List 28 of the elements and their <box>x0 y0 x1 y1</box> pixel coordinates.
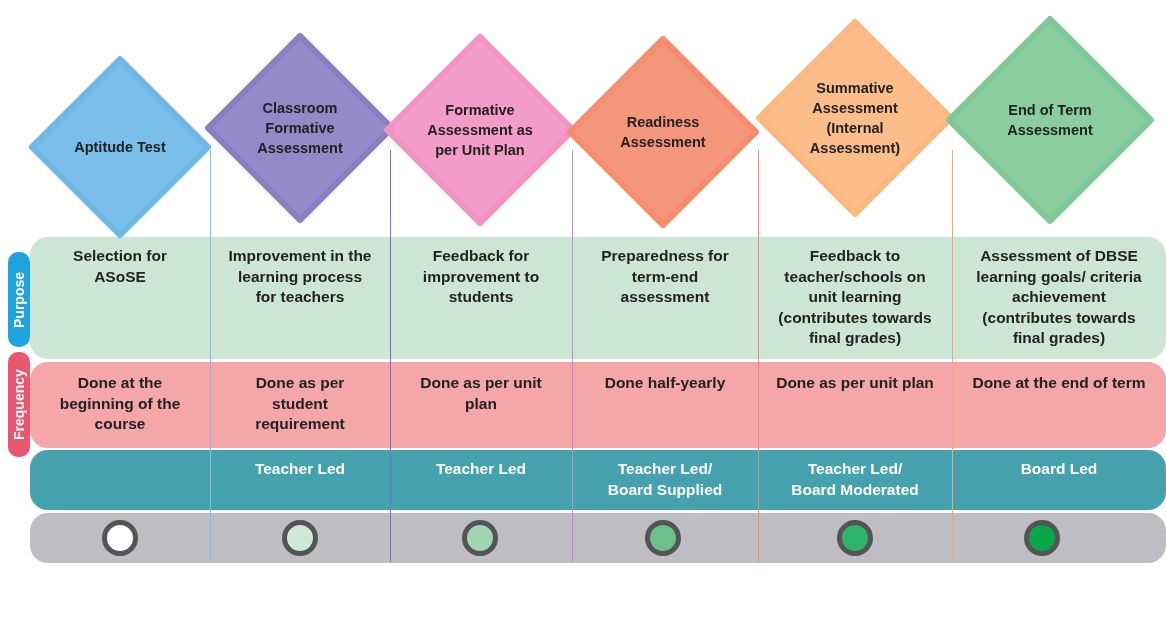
frequency-text: Done at the beginning of the course <box>58 373 182 434</box>
leadership-text: Teacher Led/ Board Supplied <box>606 459 724 500</box>
leadership-text: Board Led <box>1019 459 1099 479</box>
purpose-text: Assessment of DBSE learning goals/ criteria achievement (contributes towards final grades) <box>975 246 1143 348</box>
row-tab: Frequency <box>8 352 30 457</box>
frequency-text: Done as per unit plan <box>419 373 543 414</box>
leadership-text: Teacher Led/ Board Moderated <box>790 459 920 500</box>
purpose-text: Feedback for improvement to students <box>421 246 541 307</box>
row-tab: Purpose <box>8 252 30 347</box>
purpose-text: Improvement in the learning process for teachers <box>227 246 373 307</box>
assessment-diamond <box>566 35 760 229</box>
assessment-title: Readiness Assessment <box>619 113 707 152</box>
assessment-title: Formative Assessment as per Unit Plan <box>426 101 534 160</box>
assessment-title: End of Term Assessment <box>1006 101 1094 140</box>
purpose-text: Preparedness for term-end assessment <box>600 246 730 307</box>
leadership-text: Teacher Led <box>253 459 347 479</box>
purpose-text: Feedback to teacher/schools on unit learning (contributes towards final grades) <box>777 246 933 348</box>
assessment-title: Classroom Formative Assessment <box>256 99 344 158</box>
purpose-text: Selection for ASoSE <box>72 246 168 287</box>
assessment-title: Summative Assessment (Internal Assessment) <box>808 79 902 158</box>
assessment-diamond <box>945 15 1155 225</box>
frequency-text: Done at the end of term <box>971 373 1147 393</box>
frequency-text: Done half-yearly <box>603 373 727 393</box>
frequency-text: Done as per student requirement <box>254 373 346 434</box>
assessment-title: Aptitude Test <box>73 138 167 157</box>
assessment-diamond <box>28 55 212 239</box>
frequency-text: Done as per unit plan <box>775 373 935 393</box>
leadership-text: Teacher Led <box>434 459 528 479</box>
